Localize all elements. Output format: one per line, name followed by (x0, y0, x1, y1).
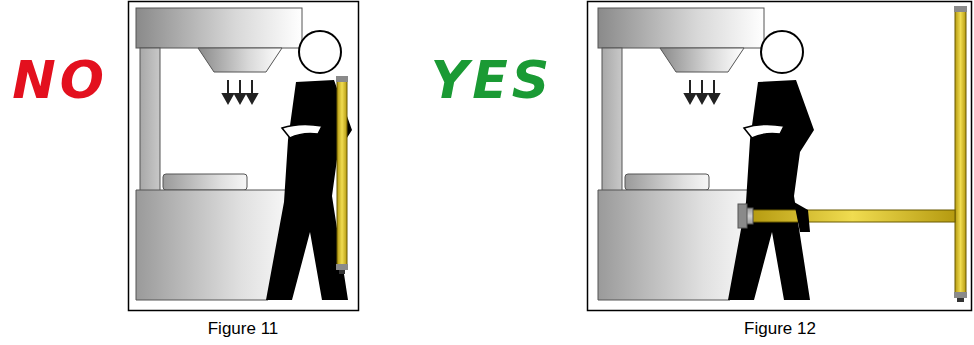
light-curtain (336, 76, 348, 274)
light-curtain (954, 6, 967, 302)
figure-caption: Figure 12 (744, 320, 816, 337)
panel-frame (588, 2, 972, 311)
press-scene (598, 8, 814, 300)
figure-caption: Figure 11 (208, 320, 279, 337)
verdict-mark: NO (12, 54, 108, 106)
press-scene (136, 8, 352, 300)
verdict-mark: YES (431, 54, 554, 106)
person-leg (794, 202, 810, 232)
horizontal-curtain (738, 204, 955, 228)
panel-frame (129, 2, 359, 311)
